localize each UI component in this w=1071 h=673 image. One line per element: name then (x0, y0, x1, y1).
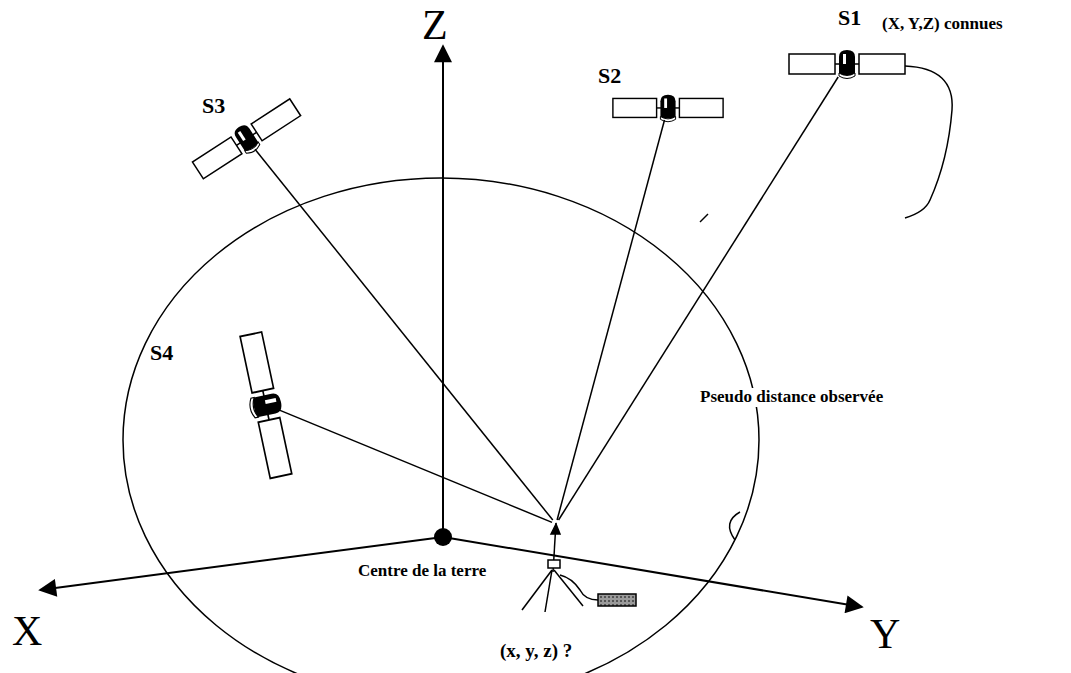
satellite-label: S2 (596, 64, 623, 88)
receiver: (x, y, z) ? (552, 520, 560, 528)
signal-line (559, 77, 839, 520)
axis-label: X (10, 608, 44, 654)
satellite-s4 (235, 331, 296, 479)
unknown-position-label: (x, y, z) ? (498, 641, 574, 662)
satellite-label: S4 (148, 341, 175, 365)
center-label: Centre de la terre (356, 562, 488, 581)
satellite-label: S1 (836, 6, 863, 30)
axis-label: Z (420, 2, 450, 48)
z-axis (442, 46, 444, 537)
annotation-label: Pseudo distance observée (698, 388, 885, 407)
satellite-s1 (789, 50, 905, 79)
signal-line (557, 120, 664, 520)
y-axis (443, 537, 862, 607)
satellite: S3 (237, 125, 255, 151)
satellite-label: S3 (200, 94, 227, 118)
axis-label: Y (868, 611, 902, 657)
satellite-s2 (613, 95, 723, 122)
satellite: S2 (660, 94, 676, 120)
earth-outline (123, 178, 759, 673)
earth-center (434, 528, 452, 546)
distance-brace (700, 214, 708, 222)
coordinate-label: (X, Y,Z) connues (880, 15, 1005, 34)
gps-receiver (522, 523, 636, 612)
distance-brace (905, 66, 952, 218)
satellite: S1(X, Y,Z) connues (838, 49, 856, 77)
signal-line (277, 409, 552, 522)
signal-line (255, 149, 553, 520)
satellite: S4 (257, 394, 277, 416)
distance-brace (730, 512, 740, 540)
